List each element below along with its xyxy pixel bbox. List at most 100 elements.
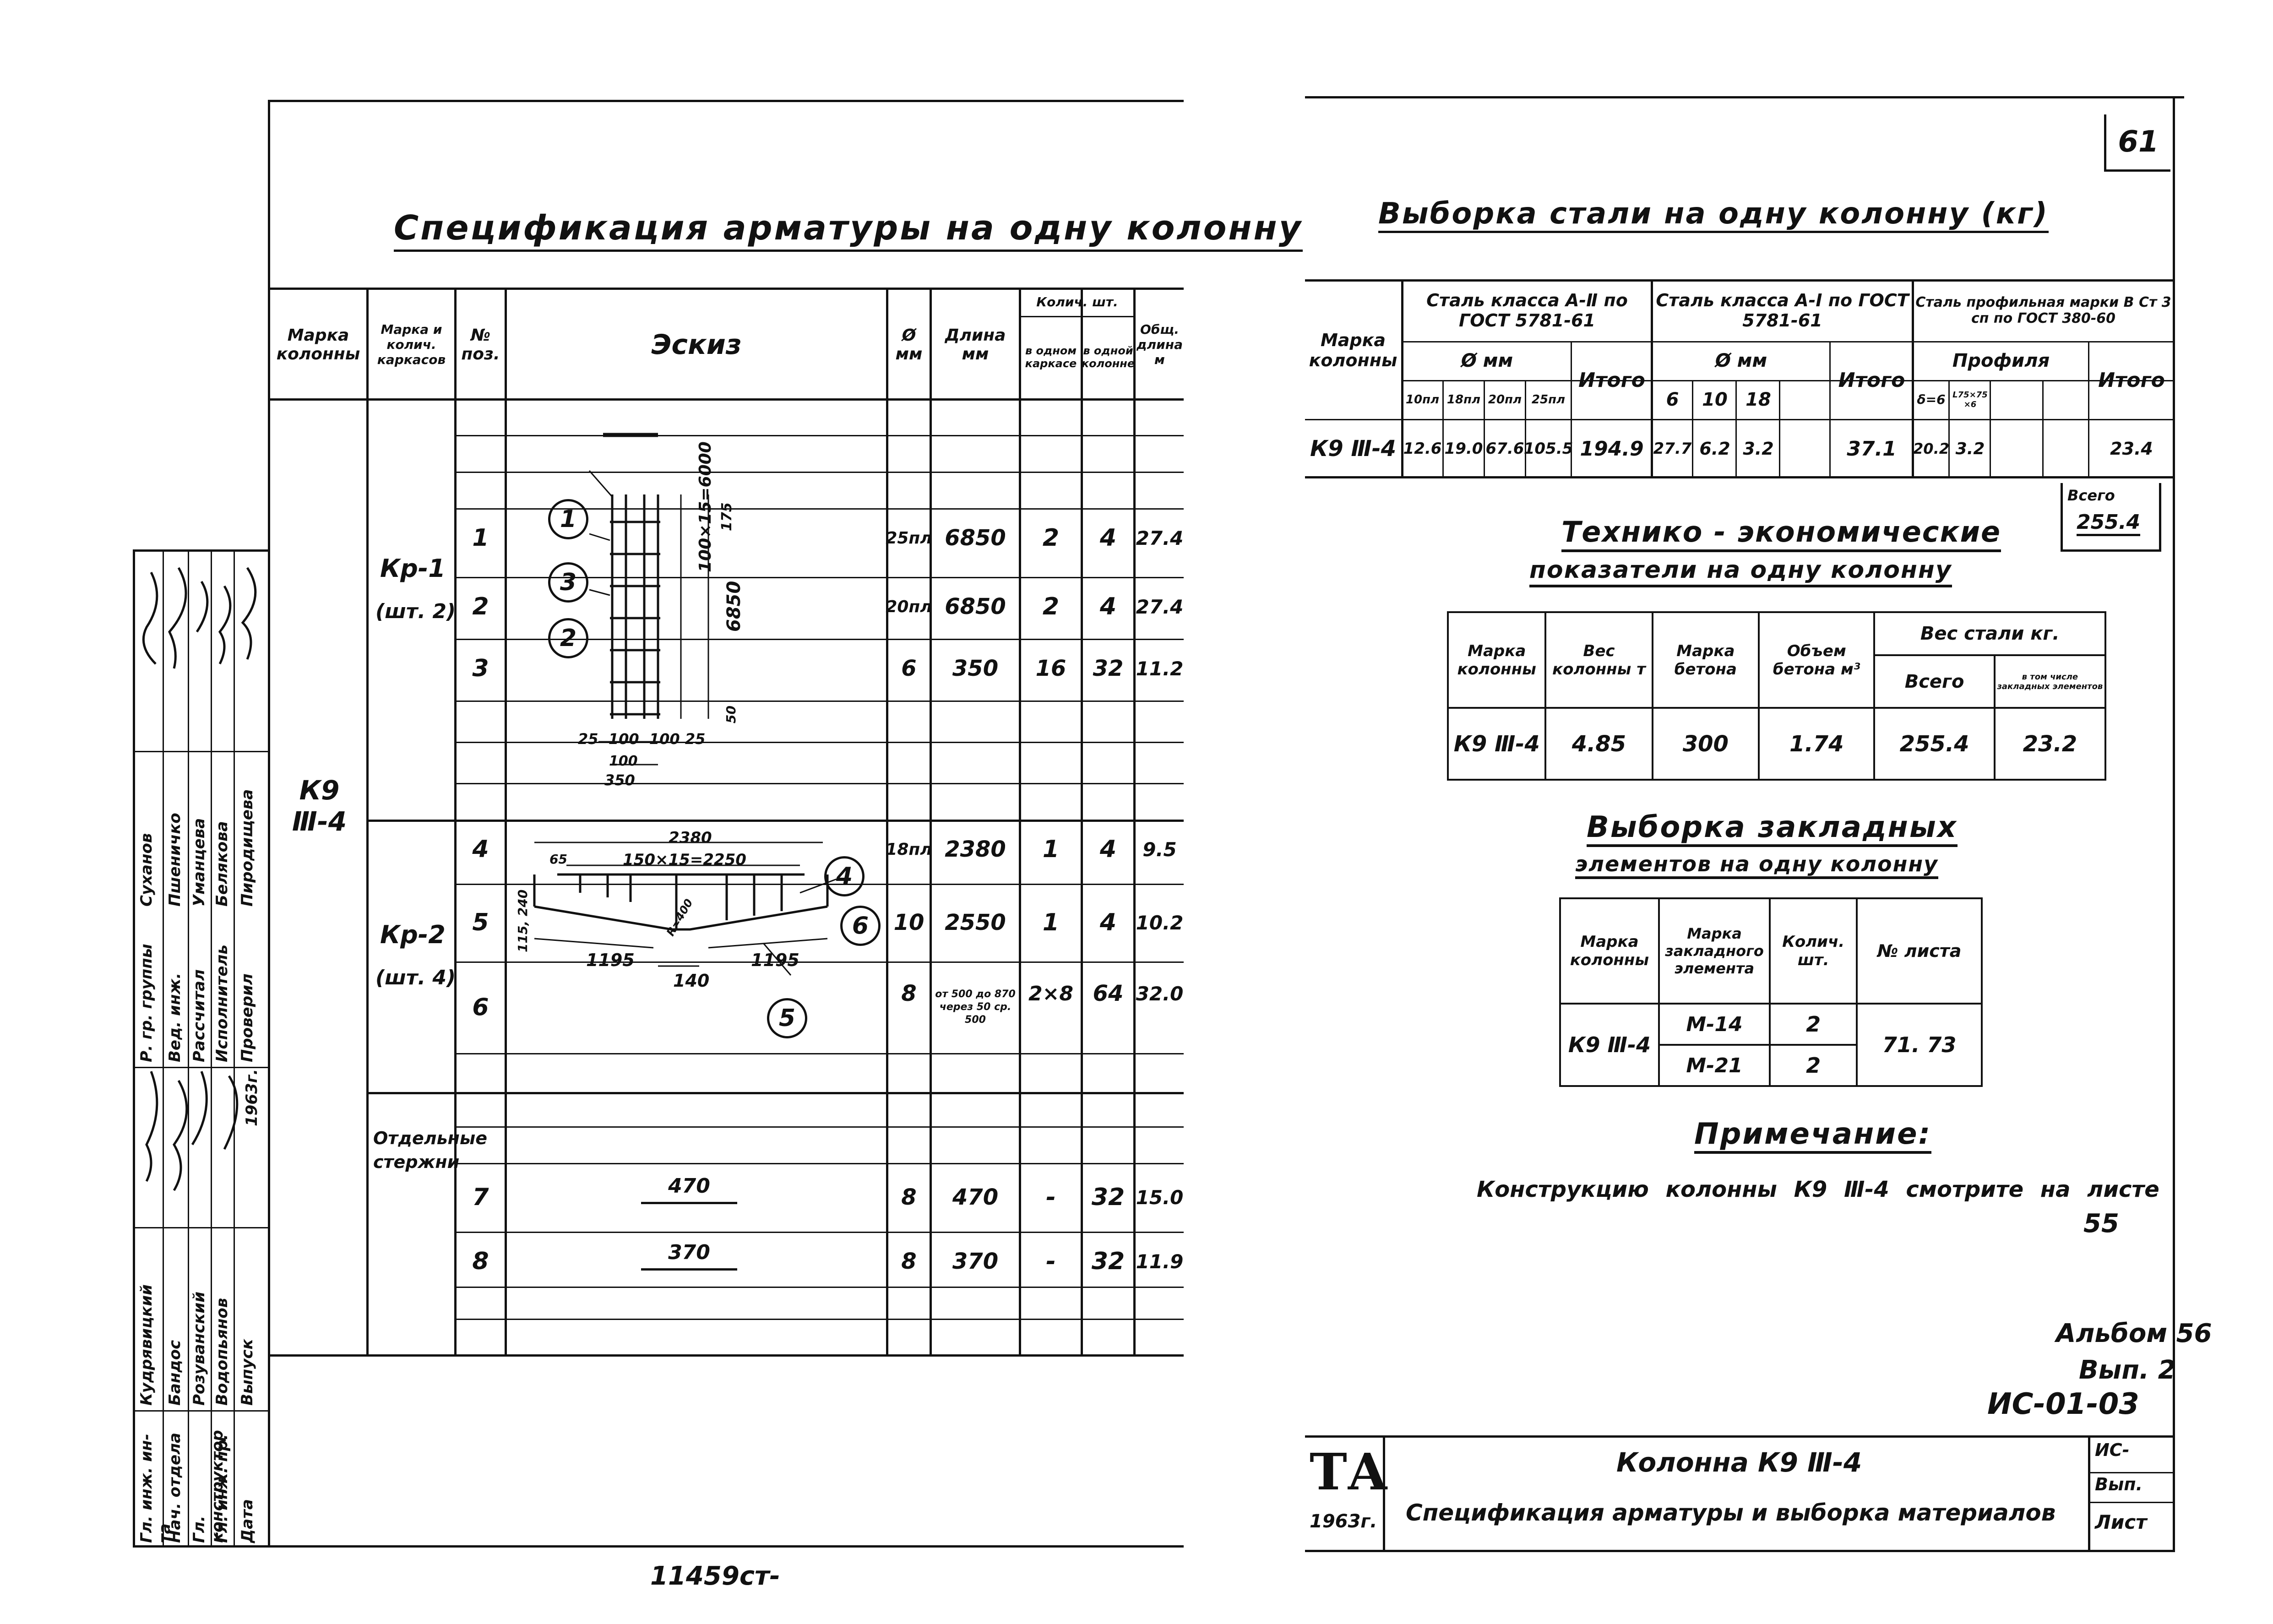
stamp-row-line [133,1227,268,1228]
row-qty-frame: 1 [1042,909,1060,936]
steel-vp: 20.2 [1913,440,1949,457]
steel-p: L75×75 ×6 [1952,390,1988,409]
steel-tp: 23.4 [2110,439,2153,459]
grid-line [454,1163,1184,1164]
row-qty-col: 4 [1099,836,1117,863]
bottom-handwritten-note: 11459ст- [650,1561,780,1591]
tech-weight: 4.85 [1544,707,1653,781]
stamp-col-line [234,549,235,1545]
row-pos: 6 [472,994,489,1021]
steel-vp: 3.2 [1955,439,1985,458]
bar7-sketch: 470 [641,1170,737,1204]
tech-table: Марка колонны Вес колонны т Марка бетона… [1446,611,2107,781]
tb-issue: Вып. [2095,1474,2143,1494]
tb-year: 1963г. [1310,1511,1377,1532]
dim-kr1-bottom2: 100 [609,753,638,769]
steel-col [1735,380,1737,476]
embed-hdr-mark: Марка колонны [1559,897,1660,1005]
page-number: 61 [2104,114,2170,172]
tech-hdr-weight: Вес колонны т [1544,611,1653,709]
row-qty-frame: 2 [1042,524,1060,552]
sketch-kr2 [533,842,837,976]
steel-v2: 105.5 [1523,440,1573,458]
row-length: 2550 [945,910,1006,935]
row-length: 6850 [945,525,1006,551]
tb-series: ИС- [2095,1440,2130,1460]
frame-top [268,100,1184,102]
steel-hdr-total1: Итого [1838,368,1905,392]
embed-hdr-qty: Колич. шт. [1769,897,1858,1005]
embed-elem-1: М-14 [1658,1003,1771,1046]
handwritten-album: Альбом 56 [2056,1319,2212,1348]
embed-qty-2: 2 [1769,1044,1858,1087]
hdr-qty: Колич. шт. [1036,294,1118,310]
steel-hdr-total2: Итого [1578,368,1645,392]
steel-hdr-phi2: Ø мм [1461,350,1513,371]
dim-kr1-length: 6850 [723,581,745,632]
frame-top-right [1305,96,2184,98]
steel-p: δ=6 [1917,392,1946,407]
tech-embed: 23.2 [1993,707,2107,781]
embed-qty-1: 2 [1769,1003,1858,1046]
tech-title-2: показатели на одну колонну [1529,556,1952,587]
steel-title: Выборка стали на одну колонну (кг) [1378,197,2049,233]
sketch-kr1 [588,433,709,766]
row-length: 2380 [945,836,1006,862]
pos-marker-5: 5 [767,998,807,1038]
steel-hdr-phi1: Ø мм [1715,350,1767,371]
steel-hdr-mark: Марка колонны [1309,330,1398,370]
frame-right [2173,96,2175,1552]
row-qty-col: 32 [1091,1248,1125,1275]
row-qty-frame: - [1046,1248,1056,1275]
group-kr1-mark: Кр-1 [380,554,446,583]
steel-sub-line [1401,341,2173,342]
row-diam: 10 [893,910,924,935]
stamp-row-line [133,751,268,752]
row-total: 10.2 [1136,911,1184,934]
steel-t1: 37.1 [1847,437,1897,461]
grid-line [454,639,1184,640]
row-pos: 8 [472,1248,489,1275]
row-qty-col: 4 [1099,524,1117,552]
embed-mark: К9 Ⅲ-4 [1559,1003,1660,1087]
tb-row [2088,1502,2173,1503]
row-diam: 6 [901,656,917,681]
tech-volume: 1.74 [1758,707,1876,781]
row-total: 27.4 [1136,595,1184,618]
row-diam: 8 [901,981,917,1006]
steel-col [1484,380,1485,476]
steel-v2: 67.6 [1485,440,1524,458]
steel-hdr-profiles: Профиля [1952,350,2050,371]
grid-line [454,1319,1184,1320]
steel-v1: 6.2 [1699,439,1730,459]
tech-mark: К9 Ⅲ-4 [1446,707,1547,781]
tb-col [2088,1435,2090,1552]
steel-col [1401,279,1403,476]
frame-bottom [133,1545,1184,1548]
group-bars: Отдельные стержни [373,1128,488,1172]
tech-hdr-steel: Вес стали кг. [1873,611,2106,657]
row-qty-col: 4 [1099,909,1117,936]
grid-line [454,577,1184,578]
tech-concrete: 300 [1651,707,1760,781]
steel-d1: 18 [1746,389,1771,410]
hdr-sketch: Эскиз [651,328,742,361]
row-pos: 4 [472,836,489,863]
row-diam: 8 [901,1184,917,1210]
dim-kr1-350: 350 [604,771,635,789]
dim-kr1-bottom: 25 100 100 25 [578,730,706,748]
tech-hdr-volume: Объем бетона м³ [1758,611,1876,709]
dim-kr1-top: 175 [719,502,735,531]
grand-total-value: 255.4 [2077,511,2141,536]
row-pos: 2 [472,593,489,620]
steel-sub-line [1305,419,2173,420]
steel-col [1948,380,1950,476]
steel-d2: 18пл [1446,392,1481,407]
group-line-2 [366,1092,1184,1094]
steel-d2: 25пл [1531,392,1566,407]
tech-all: 255.4 [1873,707,1996,781]
embed-hdr-sheet: № листа [1856,897,1983,1005]
row-qty-frame: - [1046,1184,1056,1211]
row-diam: 20пл [886,597,932,616]
row-pos: 3 [472,655,489,682]
